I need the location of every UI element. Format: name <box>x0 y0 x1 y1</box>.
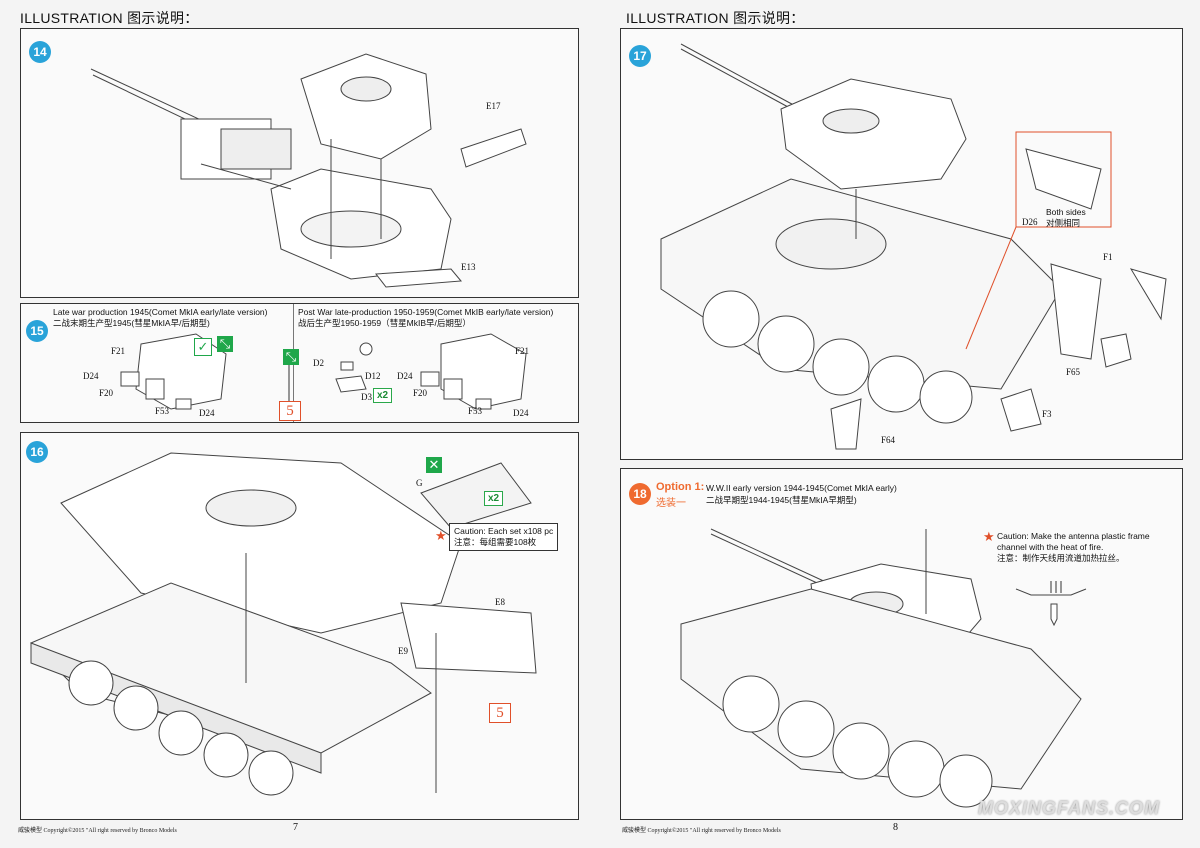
reference-step-box: 5 <box>279 401 301 421</box>
page-number: 8 <box>893 822 898 833</box>
part-label: F65 <box>1066 367 1081 377</box>
copyright-footer: 威骏模型 Copyright©2015 "All right reserved … <box>18 828 177 834</box>
part-label: F21 <box>515 346 530 356</box>
step-16-panel: 16 ✕ G x2 ★ Caution: Each set x1 <box>20 432 579 820</box>
part-label: E8 <box>495 597 505 607</box>
option-label: Option 1: <box>656 481 705 493</box>
version-title-cn: 二战早期型1944-1945(彗星MkIA早期型) <box>706 495 857 505</box>
direction-arrow-icon: ⤡ <box>283 349 299 365</box>
direction-arrow-icon: ⤡ <box>217 336 233 352</box>
quantity-multiplier: x2 <box>484 491 504 506</box>
step-17-panel: 17 <box>620 28 1183 460</box>
caution-text-en: Caution: Each set x108 pc <box>454 526 554 536</box>
part-label: E13 <box>461 262 476 272</box>
tank-antenna-illustration <box>680 528 1087 808</box>
right-page: ILLUSTRATION 图示说明： 17 <box>600 0 1200 848</box>
step-number-badge: 18 <box>629 483 651 505</box>
part-label: F21 <box>111 346 126 356</box>
tank-assembly-illustration <box>660 43 1167 450</box>
part-label: F53 <box>468 406 483 416</box>
part-label: F53 <box>155 406 170 416</box>
cut-tool-icon: ✕ <box>426 457 442 473</box>
watermark: MOXINGFANS.COM <box>977 798 1160 818</box>
reference-step-box: 5 <box>489 703 511 723</box>
variant-title-cn: 二战末期生产型1945(彗星MkIA早/后期型) <box>53 318 210 328</box>
step-14-panel: 14 E17 E13 <box>20 28 579 298</box>
part-label: D24 <box>199 408 215 418</box>
variant-title-en: Post War late-production 1950-1959(Comet… <box>298 307 554 317</box>
caution-text-cn: 注意：制作天线用流道加热拉丝。 <box>997 553 1125 563</box>
part-label: D2 <box>313 358 324 368</box>
part-label: F64 <box>881 435 896 445</box>
caution-star-icon: ★ <box>983 529 995 544</box>
page-header: ILLUSTRATION 图示说明： <box>20 10 199 26</box>
page-header: ILLUSTRATION 图示说明： <box>626 10 805 26</box>
variant-title-en: Late war production 1945(Comet MkIA earl… <box>53 307 268 317</box>
quantity-multiplier: x2 <box>373 388 393 403</box>
part-label: E17 <box>486 101 501 111</box>
part-label: D24 <box>397 371 413 381</box>
option-label-cn: 选装一 <box>656 498 686 509</box>
step-18-panel: 18 Option 1: 选装一 W.W.II early version 19… <box>620 468 1183 820</box>
caution-text-en: Caution: Make the antenna plastic frame … <box>997 531 1150 552</box>
part-label: D24 <box>83 371 99 381</box>
part-label: F20 <box>99 388 114 398</box>
turret-assembly-illustration <box>90 53 527 288</box>
variant-title-cn: 战后生产型1950-1959（彗星MkIB早/后期型） <box>298 318 471 328</box>
part-label: F1 <box>1103 252 1113 262</box>
caution-text-cn: 注意：每组需要108枚 <box>454 537 537 547</box>
step-15-panel: 15 Late war production 1945(Comet MkIA e… <box>20 303 579 423</box>
copyright-footer: 威骏模型 Copyright©2015 "All right reserved … <box>622 828 781 834</box>
part-label: F20 <box>413 388 428 398</box>
step-number-badge: 15 <box>26 320 48 342</box>
part-label: D24 <box>513 408 529 418</box>
page-number: 7 <box>293 822 298 833</box>
step-number-badge: 16 <box>26 441 48 463</box>
left-page: ILLUSTRATION 图示说明： 14 E17 E13 <box>18 10 579 834</box>
version-title-en: W.W.II early version 1944-1945(Comet MkI… <box>706 483 897 493</box>
part-label: G <box>416 478 423 488</box>
check-mark-icon: ✓ <box>194 338 212 356</box>
part-label: D26 <box>1022 217 1038 227</box>
caution-star-icon: ★ <box>435 528 447 543</box>
hull-tracks-illustration <box>30 452 537 796</box>
part-label: D3 <box>361 392 372 402</box>
part-label: D12 <box>365 371 381 381</box>
caution-note: Caution: Each set x108 pc 注意：每组需要108枚 <box>449 523 559 551</box>
step-number-badge: 17 <box>629 45 651 67</box>
step-number-badge: 14 <box>29 41 51 63</box>
part-label: E9 <box>398 646 408 656</box>
inset-note-en: Both sides <box>1046 207 1086 217</box>
part-label: F3 <box>1042 409 1052 419</box>
inset-note-cn: 对侧相同 <box>1046 218 1081 228</box>
